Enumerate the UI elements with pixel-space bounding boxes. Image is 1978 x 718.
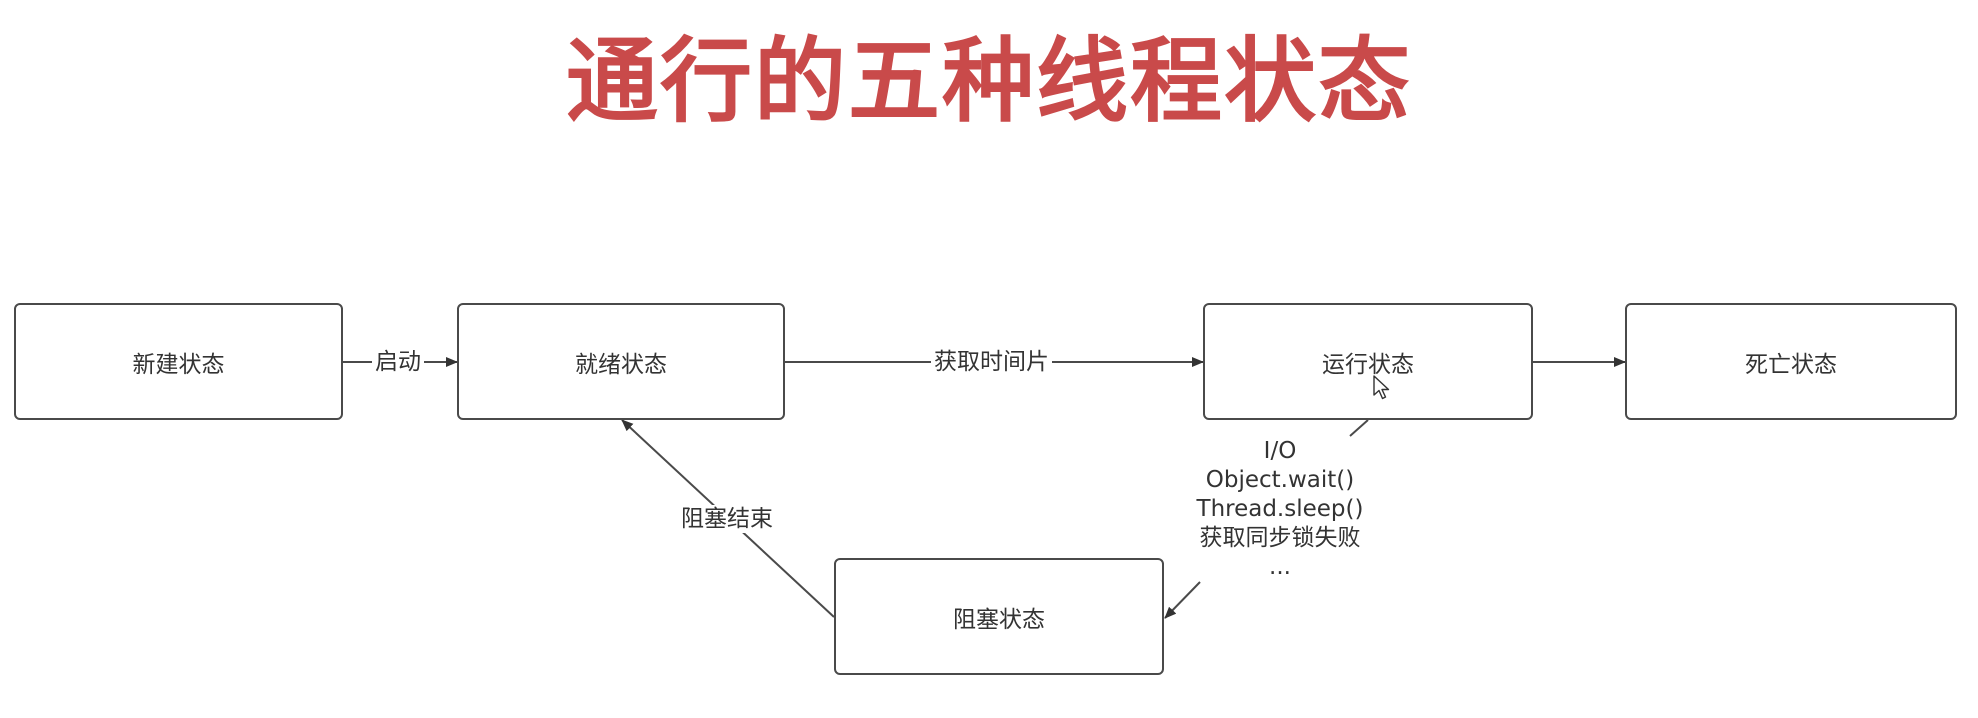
state-dead-label: 死亡状态 bbox=[1745, 351, 1837, 378]
state-running-label: 运行状态 bbox=[1322, 351, 1414, 378]
label-start: 启动 bbox=[372, 348, 424, 376]
condition-object-wait: Object.wait() bbox=[1205, 467, 1355, 493]
mouse-pointer-icon bbox=[1373, 375, 1390, 400]
state-new: 新建状态 bbox=[14, 303, 343, 420]
block-conditions: I/O Object.wait() Thread.sleep() 获取同步锁失败… bbox=[1180, 437, 1380, 582]
state-new-label: 新建状态 bbox=[132, 351, 225, 378]
arrow-running-to-blocked bbox=[1164, 581, 1201, 619]
condition-thread-sleep: Thread.sleep() bbox=[1196, 496, 1364, 522]
state-ready: 就绪状态 bbox=[457, 303, 785, 420]
state-blocked-label: 阻塞状态 bbox=[953, 606, 1045, 633]
label-get-timeslice: 获取时间片 bbox=[931, 348, 1052, 376]
state-dead: 死亡状态 bbox=[1625, 303, 1957, 420]
arrow-running-to-blocked-upper bbox=[1349, 419, 1369, 437]
condition-io: I/O bbox=[1263, 438, 1297, 464]
condition-ellipsis: ... bbox=[1269, 554, 1291, 580]
label-block-end: 阻塞结束 bbox=[678, 505, 776, 533]
state-blocked: 阻塞状态 bbox=[834, 558, 1164, 675]
page-title: 通行的五种线程状态 bbox=[565, 28, 1412, 135]
state-ready-label: 就绪状态 bbox=[575, 351, 667, 378]
state-running: 运行状态 bbox=[1203, 303, 1533, 420]
condition-lock-failed: 获取同步锁失败 bbox=[1199, 525, 1361, 551]
